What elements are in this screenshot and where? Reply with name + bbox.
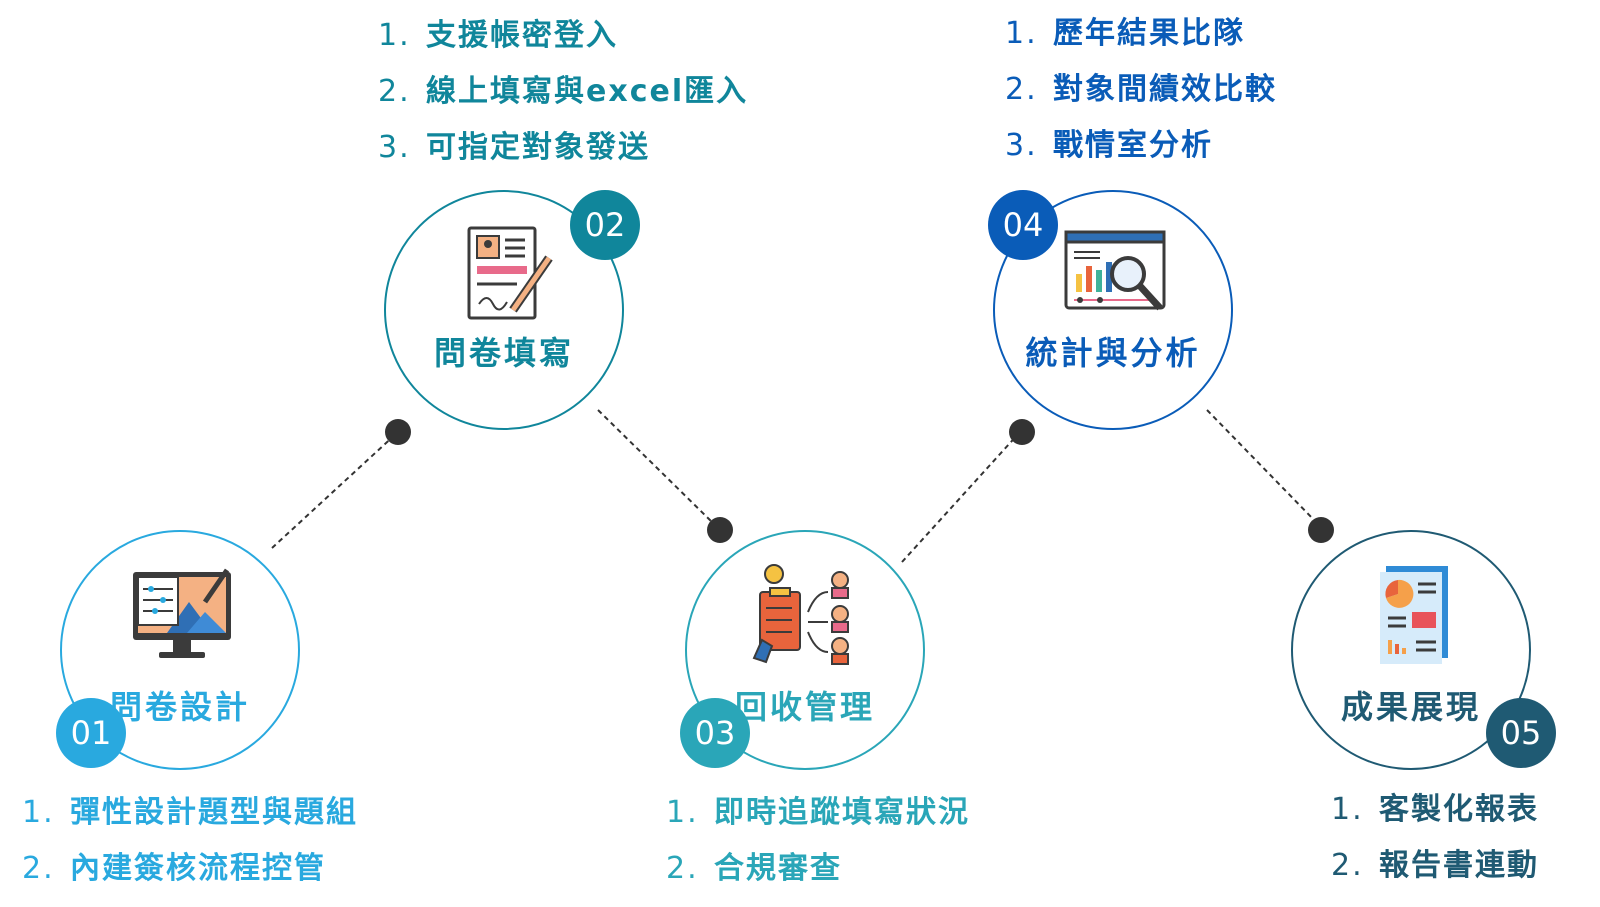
step-number-badge: 04 [988,190,1058,260]
step-01-features: 1.彈性設計題型與題組 2.內建簽核流程控管 [22,785,358,897]
list-item: 1.支援帳密登入 [378,18,618,53]
step-number-badge: 03 [680,698,750,768]
connector-dot [1308,517,1334,543]
analytics-magnifier-icon [1064,230,1166,311]
list-item: 2.線上填寫與excel匯入 [378,74,749,109]
step-04-features: 1.歷年結果比隊 2.對象間績效比較 3.戰情室分析 [1005,6,1277,174]
step-number-badge: 02 [570,190,640,260]
step-number-badge: 01 [56,698,126,768]
list-item: 3.可指定對象發送 [378,130,650,165]
step-title: 成果展現 [1340,688,1481,726]
list-item: 2.報告書連動 [1331,848,1539,883]
step-title: 問卷填寫 [433,334,574,372]
list-item: 1.彈性設計題型與題組 [22,795,358,830]
collection-clipboard-icon [752,564,849,665]
list-item: 2.內建簽核流程控管 [22,851,326,886]
step-05-circle: 成果展現 [1291,530,1531,770]
list-item: 3.戰情室分析 [1005,128,1213,163]
list-item: 2.合規審查 [666,851,842,886]
step-title: 回收管理 [734,688,875,726]
list-item: 1.歷年結果比隊 [1005,16,1245,51]
step-05-features: 1.客製化報表 2.報告書連動 [1331,782,1539,894]
list-item: 1.即時追蹤填寫狀況 [666,795,970,830]
step-title: 問卷設計 [109,688,250,726]
report-document-icon [1380,566,1448,664]
list-item: 1.客製化報表 [1331,792,1539,827]
step-03-features: 1.即時追蹤填寫狀況 2.合規審查 [666,785,970,897]
form-pen-icon [467,226,553,320]
step-02-features: 1.支援帳密登入 2.線上填寫與excel匯入 3.可指定對象發送 [378,8,748,176]
connector-dot [385,419,411,445]
list-item: 2.對象間績效比較 [1005,72,1277,107]
step-number-badge: 05 [1486,698,1556,768]
connector-dot [707,517,733,543]
connector-dot [1009,419,1035,445]
step-title: 統計與分析 [1025,334,1201,372]
design-monitor-icon [133,568,231,658]
